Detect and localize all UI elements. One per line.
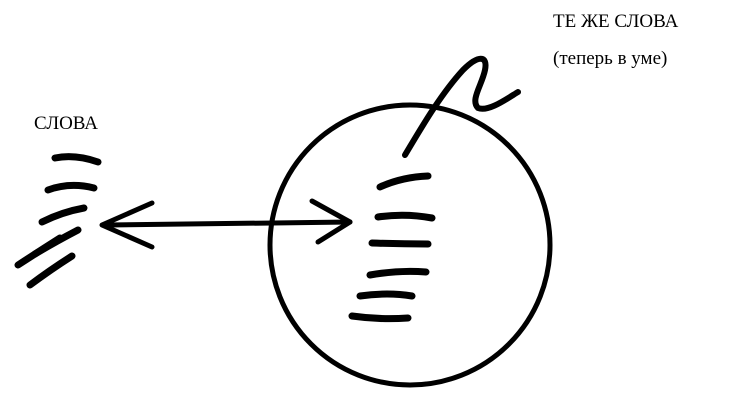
double-arrow <box>102 201 350 247</box>
word-scribble <box>55 157 98 162</box>
word-scribble <box>378 215 432 218</box>
word-scribble <box>372 243 428 244</box>
word-scribble <box>30 256 72 285</box>
label-words: СЛОВА <box>34 112 98 136</box>
word-scribble <box>370 271 426 275</box>
word-scribble <box>18 238 60 265</box>
outside-words-scribbles <box>18 157 98 285</box>
word-scribble <box>360 294 412 296</box>
arrow-shaft <box>108 222 350 225</box>
word-scribble <box>352 316 408 319</box>
inside-words-scribbles <box>352 176 432 319</box>
label-now-in-mind: (теперь в уме) <box>553 47 667 71</box>
word-scribble <box>48 185 94 190</box>
label-same-words: ТЕ ЖЕ СЛОВА <box>553 10 678 34</box>
word-scribble <box>42 208 84 222</box>
word-scribble <box>380 176 428 187</box>
